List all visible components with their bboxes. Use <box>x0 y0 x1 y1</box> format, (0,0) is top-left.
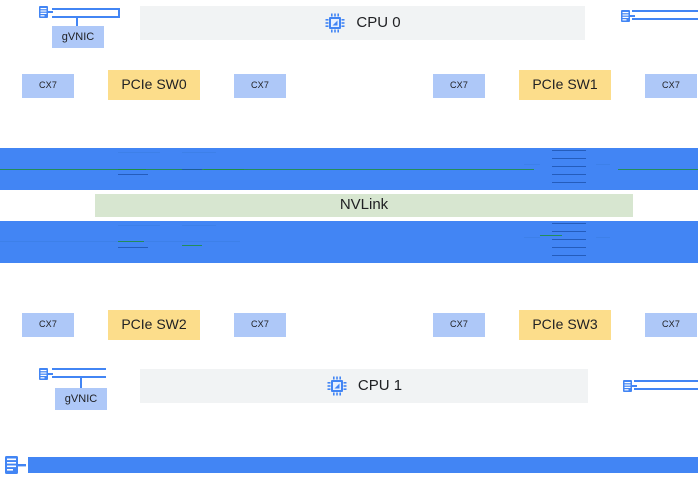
cpu0-label: CPU 0 <box>356 13 401 31</box>
cx7-7-label: CX7 <box>661 319 681 330</box>
cx7-0[interactable]: CX7 <box>22 74 74 98</box>
cx7-7[interactable]: CX7 <box>645 313 697 337</box>
cx7-1-label: CX7 <box>250 80 270 91</box>
cx7-1[interactable]: CX7 <box>234 74 286 98</box>
nvlink-label: NVLink <box>339 196 389 214</box>
network-nic-icon <box>38 4 54 20</box>
cx7-3-label: CX7 <box>661 80 681 91</box>
pcie-sw2[interactable]: PCIe SW2 <box>108 310 200 340</box>
cpu0-box[interactable]: CPU 0 <box>140 6 585 40</box>
gvnic-top-left-wire-h2 <box>52 16 120 18</box>
pcie-sw0-label: PCIe SW0 <box>121 76 187 93</box>
cx7-5[interactable]: CX7 <box>234 313 286 337</box>
gvnic-top-right-wire-h <box>632 10 698 12</box>
cpu1-box[interactable]: CPU 1 <box>140 369 588 403</box>
gvnic-bottom-right-wire-h <box>634 380 698 382</box>
gvnic-bottom-right-wire-h2 <box>634 388 698 390</box>
gvnic-bottom-left-label: gVNIC <box>64 392 98 405</box>
pcie-sw1[interactable]: PCIe SW1 <box>519 70 611 100</box>
cpu-chip-icon-1 <box>326 375 348 397</box>
gpu-band-top <box>0 148 698 190</box>
gvnic-top-right-wire-h2 <box>632 18 698 20</box>
gvnic-top-left-wire-h <box>52 8 120 10</box>
cx7-4-label: CX7 <box>38 319 58 330</box>
gvnic-top-left-label: gVNIC <box>61 30 95 43</box>
network-fabric-icon <box>2 452 28 478</box>
gvnic-top-left-wire-v <box>118 8 120 17</box>
cx7-6[interactable]: CX7 <box>433 313 485 337</box>
nvlink-bar[interactable]: NVLink <box>95 194 633 217</box>
network-nic-icon-bottom-left <box>38 366 54 382</box>
gpu-band-bottom <box>0 221 698 263</box>
cx7-5-label: CX7 <box>250 319 270 330</box>
gvnic-bottom-left-wire-h <box>52 368 106 370</box>
cx7-4[interactable]: CX7 <box>22 313 74 337</box>
pcie-sw1-label: PCIe SW1 <box>532 76 598 93</box>
network-fabric-bar[interactable] <box>28 457 698 473</box>
gvnic-bottom-left-wire-h2 <box>52 376 106 378</box>
cpu-chip-icon <box>324 12 346 34</box>
cx7-6-label: CX7 <box>449 319 469 330</box>
cpu1-label: CPU 1 <box>357 376 403 394</box>
cx7-3[interactable]: CX7 <box>645 74 697 98</box>
gvnic-bottom-left-stem <box>80 376 82 388</box>
pcie-sw3[interactable]: PCIe SW3 <box>519 310 611 340</box>
cx7-2[interactable]: CX7 <box>433 74 485 98</box>
cx7-2-label: CX7 <box>449 80 469 91</box>
pcie-sw3-label: PCIe SW3 <box>532 316 598 333</box>
gvnic-bottom-left[interactable]: gVNIC <box>55 388 107 410</box>
gvnic-top-left[interactable]: gVNIC <box>52 26 104 48</box>
network-nic-icon-bottom-right <box>622 378 638 394</box>
gvnic-top-left-stem <box>76 16 78 28</box>
network-nic-icon-top-right <box>620 8 636 24</box>
cx7-0-label: CX7 <box>38 80 58 91</box>
pcie-sw2-label: PCIe SW2 <box>121 316 187 333</box>
pcie-sw0[interactable]: PCIe SW0 <box>108 70 200 100</box>
